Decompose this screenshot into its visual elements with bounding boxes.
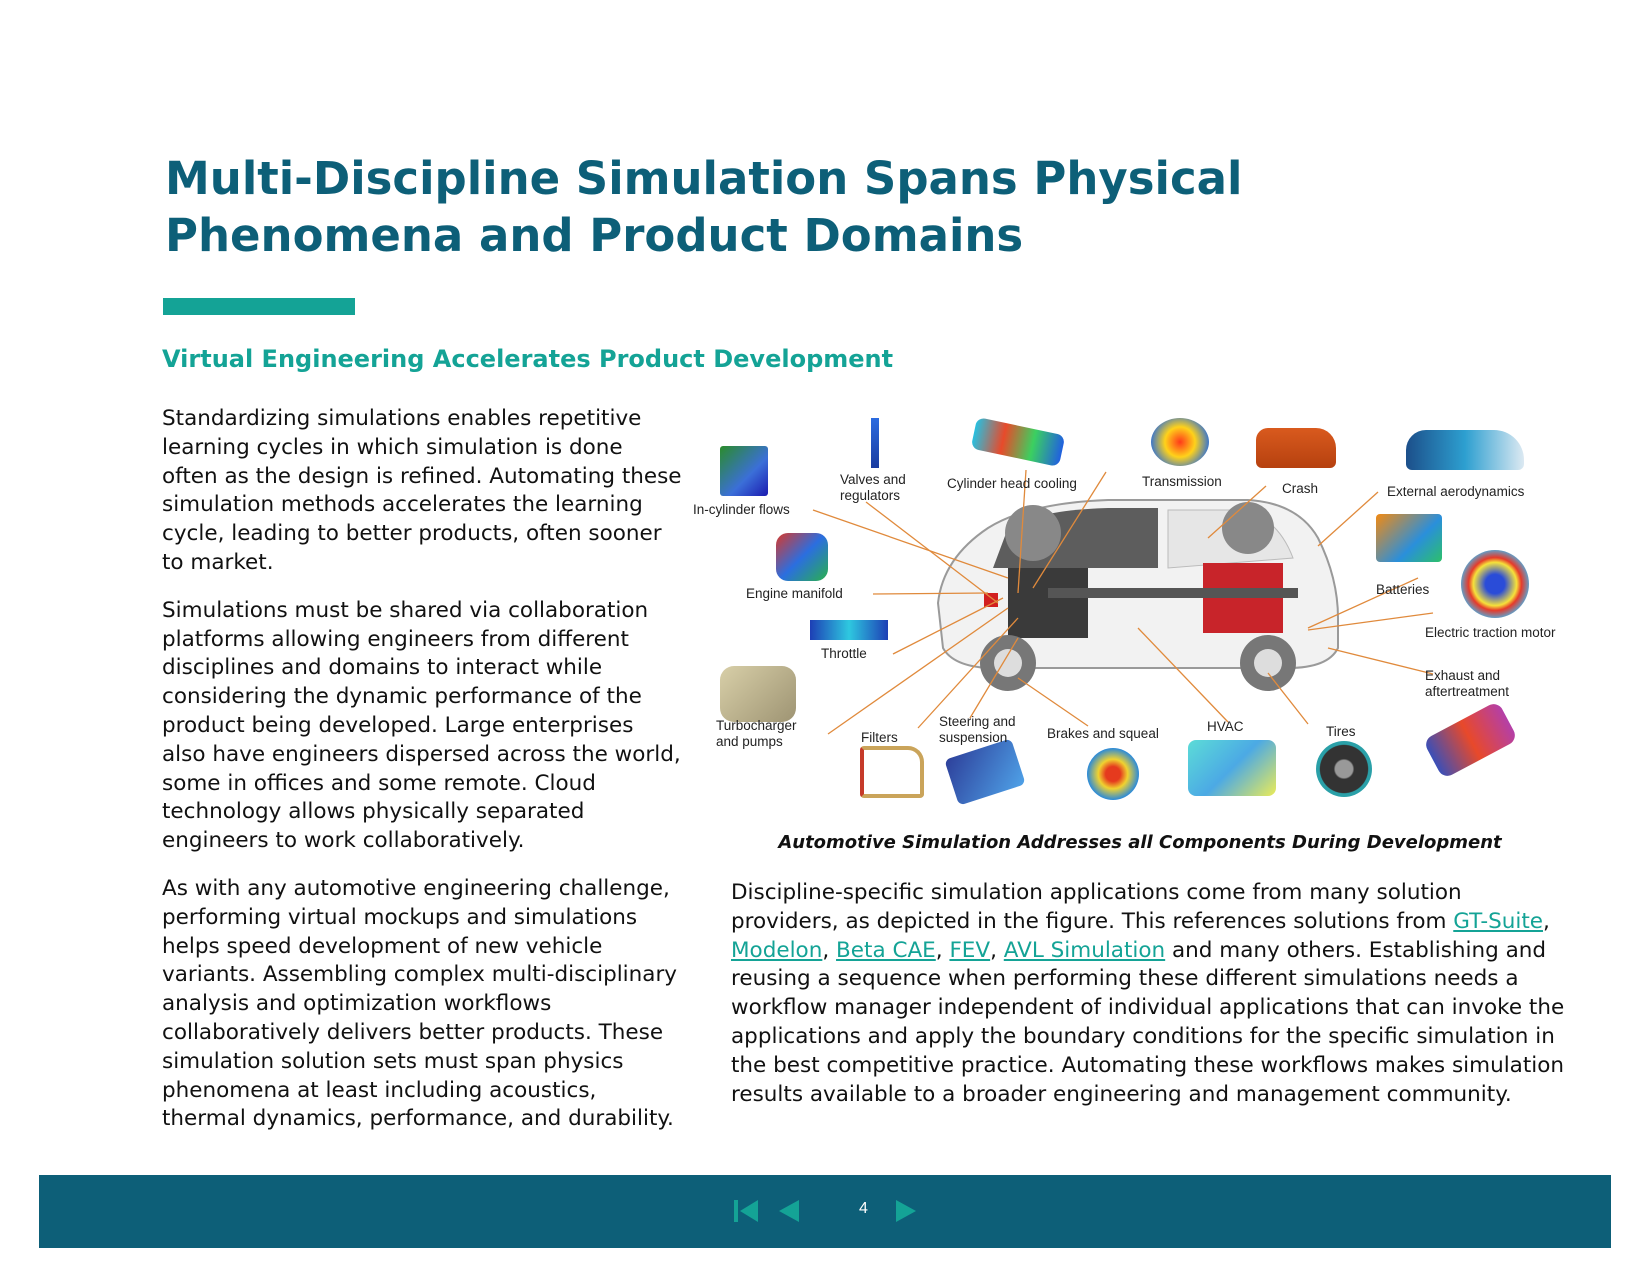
paragraph-learning-cycles: Standardizing simulations enables repeti…: [162, 406, 682, 575]
paragraph-virtual-mockups: As with any automotive engineering chall…: [162, 875, 678, 1132]
label-brakes-squeal: Brakes and squeal: [1047, 726, 1159, 741]
left-column: Standardizing simulations enables repeti…: [162, 405, 682, 1153]
separator: ,: [1542, 908, 1550, 934]
label-in-cylinder-flows: In-cylinder flows: [693, 502, 790, 517]
valve-thumbnail: [871, 418, 879, 468]
batteries-thumbnail: [1376, 514, 1442, 562]
label-tires: Tires: [1326, 724, 1356, 739]
turbocharger-thumbnail: [720, 666, 796, 722]
right-paragraph-outro: and many others. Establishing and reusin…: [731, 937, 1565, 1107]
label-batteries: Batteries: [1376, 582, 1430, 597]
crash-thumbnail: [1256, 428, 1336, 468]
hvac-thumbnail: [1188, 740, 1276, 796]
traction-motor-thumbnail: [1461, 550, 1529, 618]
section-subtitle: Virtual Engineering Accelerates Product …: [162, 345, 894, 373]
in-cylinder-flow-thumbnail: [720, 446, 768, 496]
link-modelon[interactable]: Modelon: [731, 937, 823, 963]
link-beta-cae[interactable]: Beta CAE: [836, 937, 936, 963]
label-turbocharger-pumps: Turbocharger and pumps: [716, 718, 797, 749]
transmission-thumbnail: [1151, 418, 1209, 466]
next-page-icon[interactable]: [894, 1197, 920, 1225]
label-steering-suspension: Steering and suspension: [939, 714, 1016, 745]
car-illustration: [936, 499, 1339, 691]
page-number: 4: [859, 1200, 868, 1217]
engine-manifold-thumbnail: [776, 533, 828, 581]
brakes-thumbnail: [1087, 748, 1139, 800]
right-paragraph-intro: Discipline-specific simulation applicati…: [731, 880, 1462, 934]
separator: ,: [935, 937, 950, 963]
paragraph-collaboration: Simulations must be shared via collabora…: [162, 597, 681, 854]
link-fev[interactable]: FEV: [949, 937, 991, 963]
filters-thumbnail: [860, 746, 924, 798]
first-page-icon[interactable]: [732, 1197, 760, 1225]
label-hvac: HVAC: [1207, 719, 1244, 734]
label-valves-regulators: Valves and regulators: [840, 472, 906, 503]
right-paragraph: Discipline-specific simulation applicati…: [731, 879, 1571, 1109]
label-cylinder-head-cooling: Cylinder head cooling: [947, 476, 1077, 491]
label-throttle: Throttle: [821, 646, 867, 661]
label-transmission: Transmission: [1142, 474, 1222, 489]
page-title: Multi-Discipline Simulation Spans Physic…: [165, 152, 1243, 262]
footer-bar: 4: [39, 1175, 1611, 1248]
link-avl-simulation[interactable]: AVL Simulation: [1003, 937, 1166, 963]
aerodynamics-thumbnail: [1406, 430, 1524, 470]
label-external-aerodynamics: External aerodynamics: [1387, 484, 1525, 499]
tires-thumbnail: [1316, 741, 1372, 797]
label-engine-manifold: Engine manifold: [746, 586, 843, 601]
label-exhaust-aftertreatment: Exhaust and aftertreatment: [1425, 668, 1510, 699]
throttle-thumbnail: [810, 620, 888, 640]
label-crash: Crash: [1282, 481, 1319, 496]
figure-graphics: [812, 469, 1434, 735]
label-filters: Filters: [861, 730, 898, 745]
label-electric-traction-motor: Electric traction motor: [1425, 625, 1556, 640]
separator: ,: [822, 937, 830, 963]
leader-lines: [812, 469, 1434, 735]
separator: ,: [990, 937, 1004, 963]
link-gt-suite[interactable]: GT-Suite: [1453, 908, 1543, 934]
figure-caption: Automotive Simulation Addresses all Comp…: [778, 832, 1502, 853]
previous-page-icon[interactable]: [775, 1197, 801, 1225]
automotive-simulation-figure: In-cylinder flows Valves and regulators …: [688, 416, 1578, 810]
title-accent-bar: [163, 298, 355, 315]
